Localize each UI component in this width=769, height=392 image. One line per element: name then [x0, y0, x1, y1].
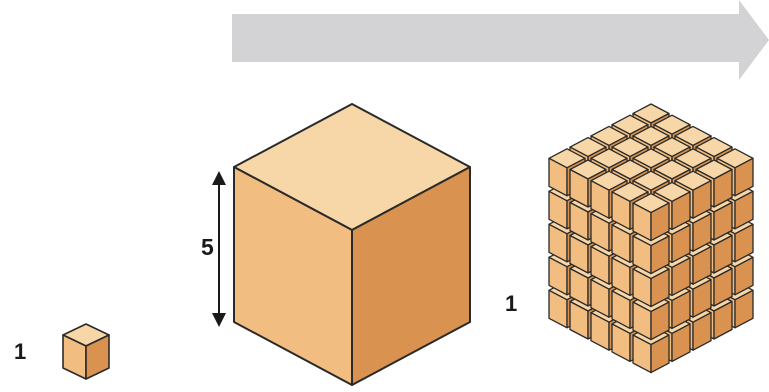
small-unit-cube: [63, 324, 109, 379]
large-cube-edge-label: 5: [201, 236, 214, 259]
small-cube-edge-label: 1: [14, 341, 26, 363]
progress-arrow-icon: [232, 0, 769, 80]
unit-cube-grid: [549, 104, 753, 373]
unit-cube: [633, 194, 669, 241]
unit-cube-edge-label: 1: [505, 293, 517, 315]
large-cube: [234, 104, 470, 385]
